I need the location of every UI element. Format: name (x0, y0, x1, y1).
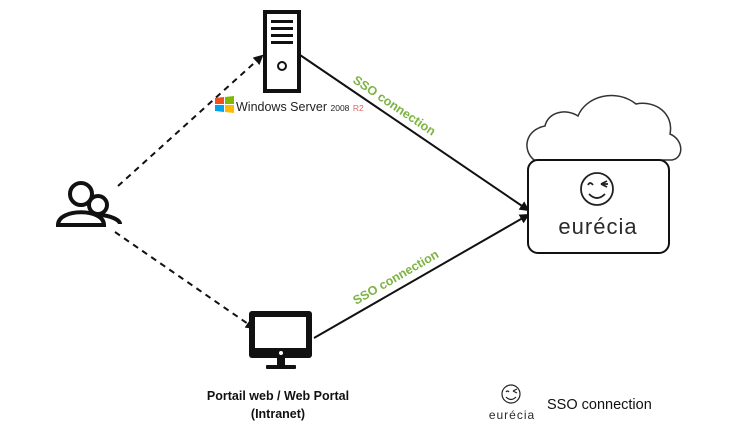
legend-eurecia-smiley-icon (501, 384, 521, 404)
eurecia-smiley-icon (580, 172, 614, 206)
windows-server-edition: R2 (353, 103, 364, 113)
windows-server-brand: Windows Server 2008 R2 (236, 100, 364, 114)
legend-label: SSO connection (547, 397, 652, 413)
windows-server-name: Windows Server (236, 100, 327, 114)
server-icon (263, 10, 301, 93)
windows-server-version: 2008 (330, 103, 349, 113)
windows-logo-icon (215, 96, 234, 113)
eurecia-brand-text: eurécia (558, 214, 637, 239)
portal-label: Portail web / Web Portal (Intranet) (178, 387, 378, 423)
legend-eurecia-brand-text: eurécia (489, 408, 535, 422)
dashed-arrow-users-to-portal (114, 231, 256, 330)
portal-label-line1: Portail web / Web Portal (206, 389, 350, 403)
sso-arrow-server-to-cloud (299, 54, 530, 212)
sso-arrow-portal-to-cloud (313, 214, 530, 339)
dashed-arrow-users-to-server (117, 54, 264, 187)
users-icon (55, 181, 122, 227)
cloud-icon (526, 94, 682, 161)
eurecia-box (527, 159, 670, 254)
sso-label-portal: SSO connection (351, 247, 442, 307)
monitor-icon (249, 311, 312, 369)
portal-label-line2: (Intranet) (250, 407, 306, 421)
